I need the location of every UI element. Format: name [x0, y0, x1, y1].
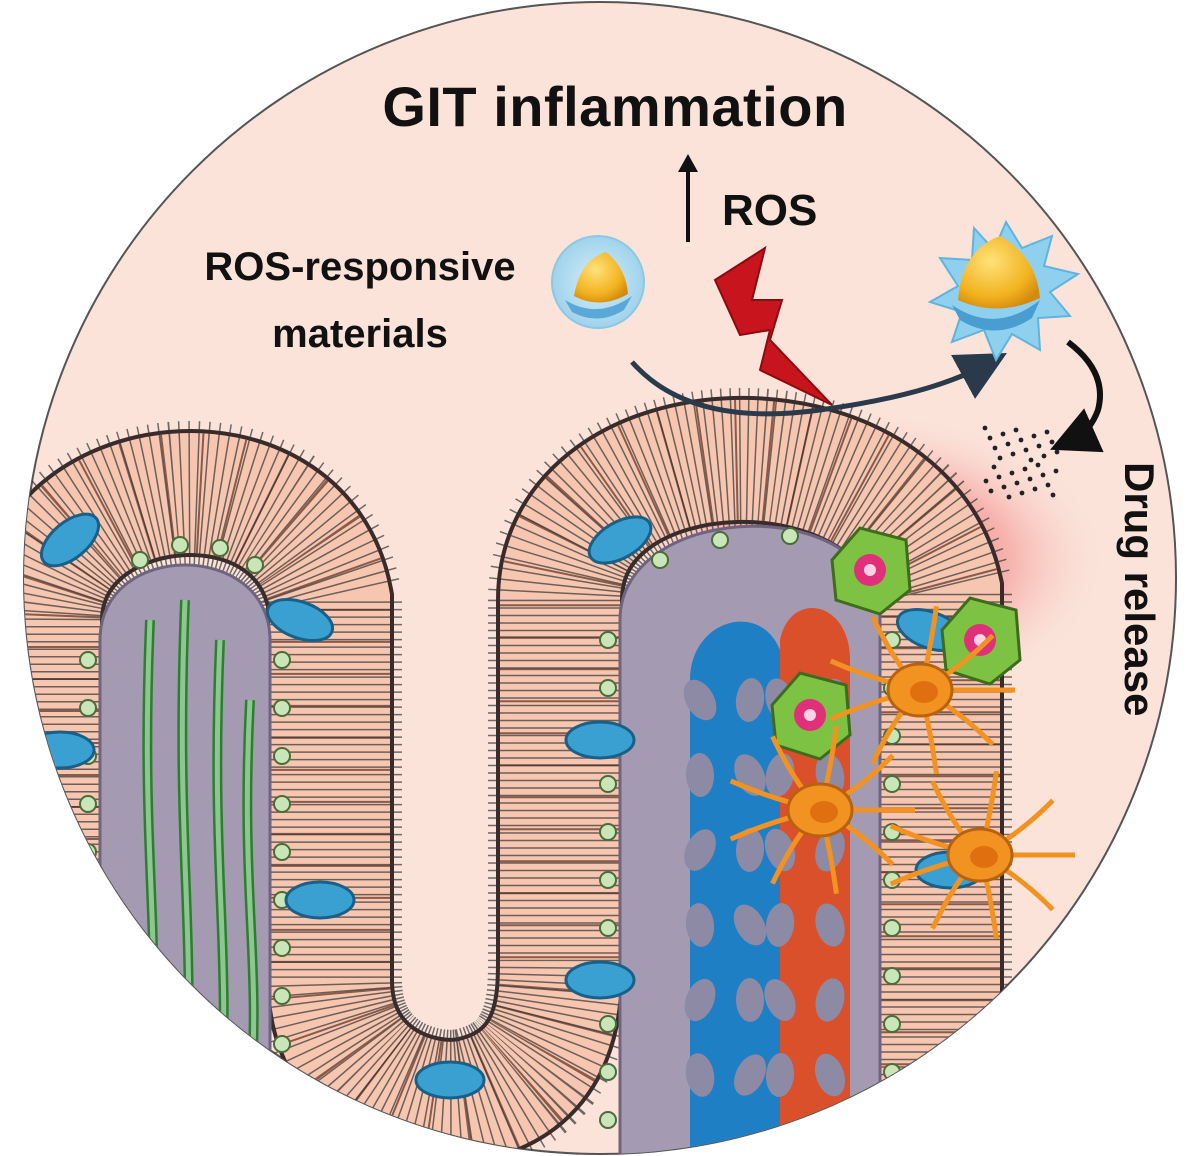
figure-title: GIT inflammation — [382, 75, 848, 138]
curved-arrow-icon — [1050, 339, 1104, 453]
lightning-bolt-icon — [713, 245, 833, 406]
ros-label: ROS — [722, 186, 818, 235]
nanoparticle-icon — [551, 235, 645, 329]
drug-particles-icon — [982, 425, 1060, 500]
materials-label-line2: materials — [272, 312, 448, 356]
burst-nanoparticle-icon — [927, 219, 1081, 363]
drug-release-label: Drug release — [1116, 462, 1163, 717]
transformation-arrow — [630, 353, 1007, 417]
intestinal-villi — [24, 387, 1075, 1154]
up-arrow-icon — [678, 154, 698, 242]
materials-label-line1: ROS-responsive — [204, 245, 516, 289]
